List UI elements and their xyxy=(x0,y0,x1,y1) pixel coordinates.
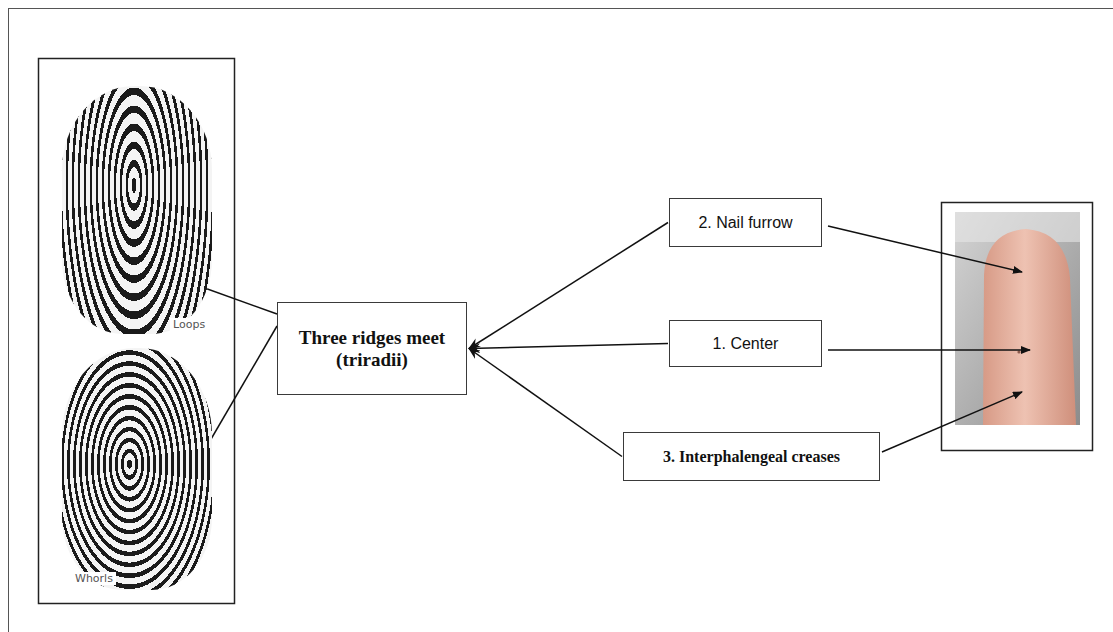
finger-mark xyxy=(1017,350,1020,353)
arrow-connector xyxy=(469,223,668,349)
fingerprint-panel xyxy=(39,59,235,604)
image-label: Loops xyxy=(170,318,208,331)
node-text: 2. Nail furrow xyxy=(698,214,792,232)
node-text: 3. Interphalengeal creases xyxy=(663,448,840,466)
node-text: Three ridges meet (triradii) xyxy=(286,327,458,371)
photo-panel xyxy=(942,203,1093,451)
leader-line xyxy=(882,392,1022,452)
node-text: 1. Center xyxy=(713,335,779,353)
leader-line xyxy=(828,226,1022,272)
process-box: 2. Nail furrow xyxy=(669,198,822,247)
loop-fingerprint xyxy=(62,86,212,334)
image-label: Whorls xyxy=(72,572,116,585)
process-box: 3. Interphalengeal creases xyxy=(623,432,880,481)
arrow-connector xyxy=(469,349,622,457)
photo-background xyxy=(955,212,1080,425)
whorl-fingerprint xyxy=(62,348,212,590)
triradii-box: Three ridges meet (triradii) xyxy=(277,302,467,395)
frame xyxy=(9,9,1113,632)
leader-line xyxy=(828,349,1030,351)
finger-photo xyxy=(983,229,1076,425)
process-box: 1. Center xyxy=(669,320,822,367)
arrow-connector xyxy=(469,344,668,349)
